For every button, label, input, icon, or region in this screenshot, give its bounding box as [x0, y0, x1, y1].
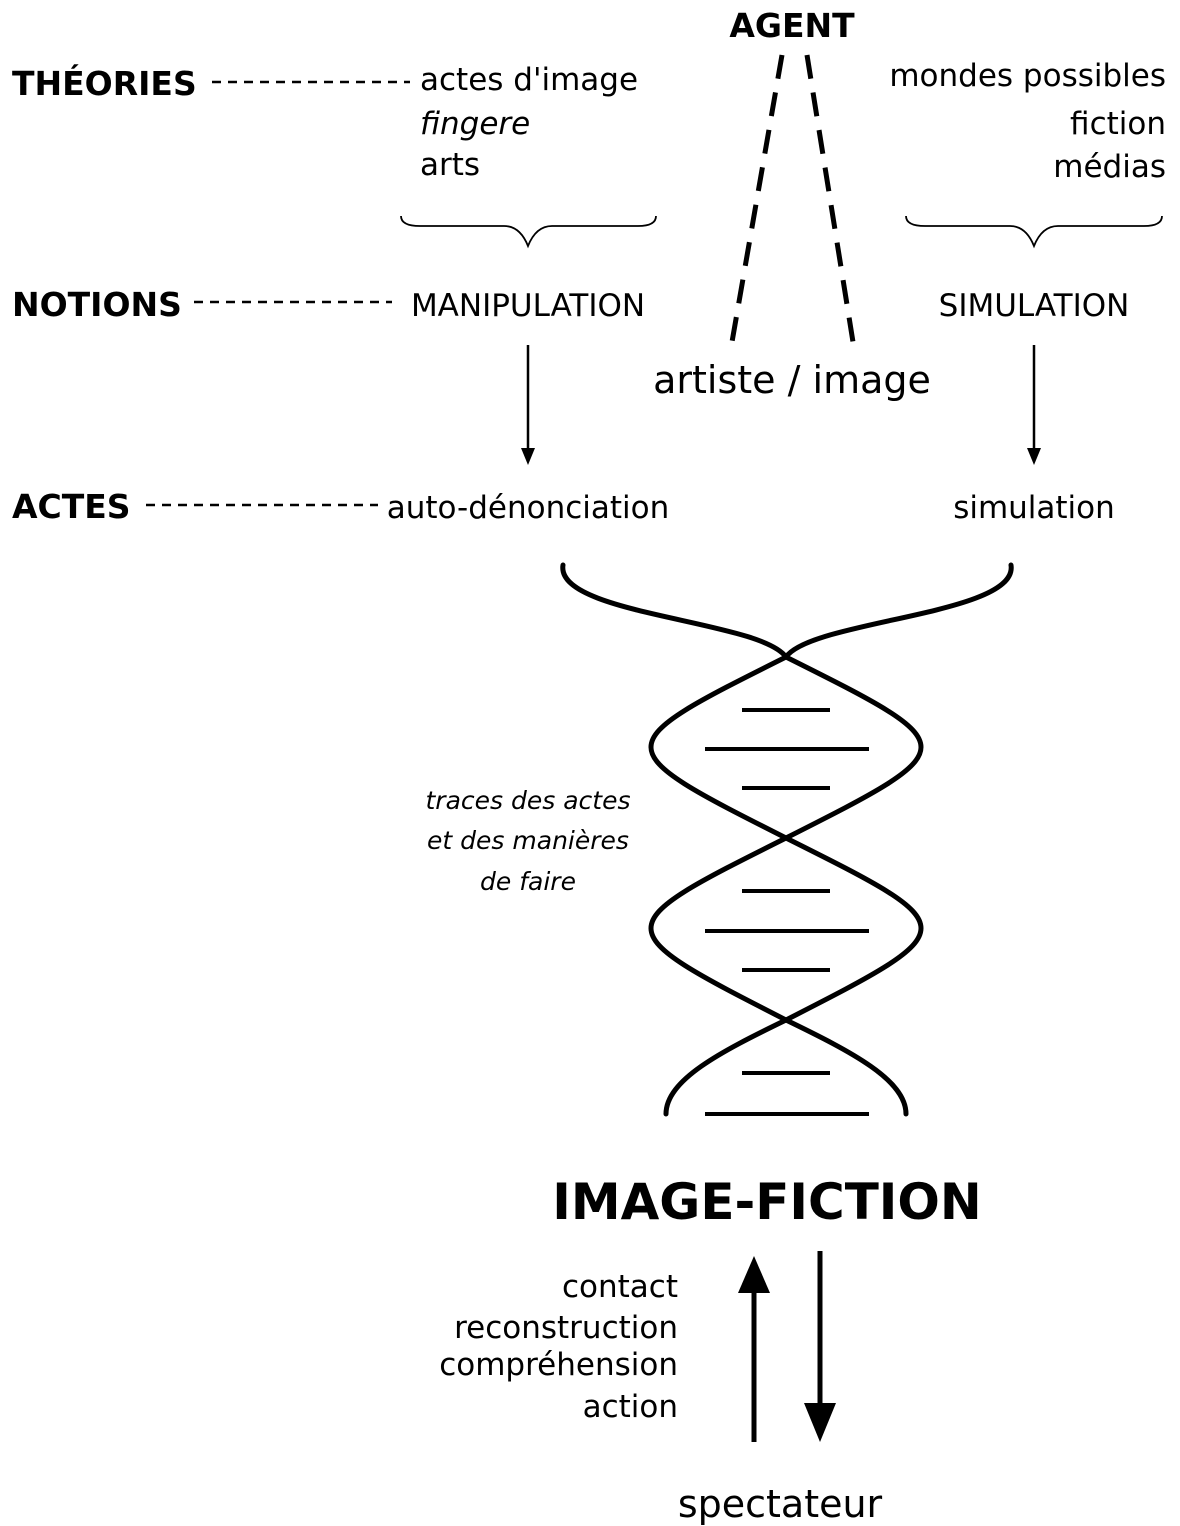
left-theory-3: arts [420, 147, 480, 183]
helix-top-right-strand [783, 562, 1014, 660]
agent-dashed-line-left [729, 54, 785, 343]
exchange-contact: contact [562, 1269, 678, 1305]
helix-note-line-2: et des manières [427, 826, 629, 855]
helix-strand-b [648, 654, 924, 1117]
agent-dashed-line-right [804, 54, 856, 343]
right-acte: simulation [953, 490, 1115, 526]
right-notion: SIMULATION [939, 288, 1130, 324]
left-notion: MANIPULATION [411, 288, 645, 324]
upward-arrowhead [738, 1256, 770, 1293]
exchange-action: action [583, 1389, 678, 1425]
spectator-label: spectateur [678, 1482, 883, 1526]
exchange-comprehension: compréhension [439, 1347, 678, 1383]
agent-label: AGENT [729, 6, 855, 45]
image-fiction-title: IMAGE-FICTION [552, 1173, 982, 1231]
helix-note-line-3: de faire [480, 867, 576, 896]
right-theory-3: médias [1053, 149, 1166, 185]
downward-arrowhead [804, 1403, 836, 1442]
left-notion-arrowhead [521, 448, 535, 465]
double-helix [560, 562, 1014, 1117]
left-theory-2: fingere [420, 106, 530, 142]
right-theory-2: fiction [1070, 106, 1166, 142]
helix-strand-a [648, 654, 924, 1117]
level-label-notions: NOTIONS [12, 285, 182, 324]
helix-top-left-strand [560, 562, 789, 660]
exchange-reconstruction: reconstruction [454, 1310, 678, 1346]
level-label-theories: THÉORIES [12, 63, 197, 103]
level-label-actes: ACTES [12, 487, 131, 526]
left-acte: auto-dénonciation [387, 490, 670, 526]
right-notion-arrowhead [1027, 448, 1041, 465]
left-theories-brace [400, 215, 657, 249]
left-theory-1: actes d'image [420, 62, 638, 98]
helix-note-line-1: traces des actes [426, 786, 631, 815]
right-theory-1: mondes possibles [889, 58, 1166, 94]
agent-subject: artiste / image [653, 358, 931, 402]
right-theories-brace [905, 215, 1163, 249]
